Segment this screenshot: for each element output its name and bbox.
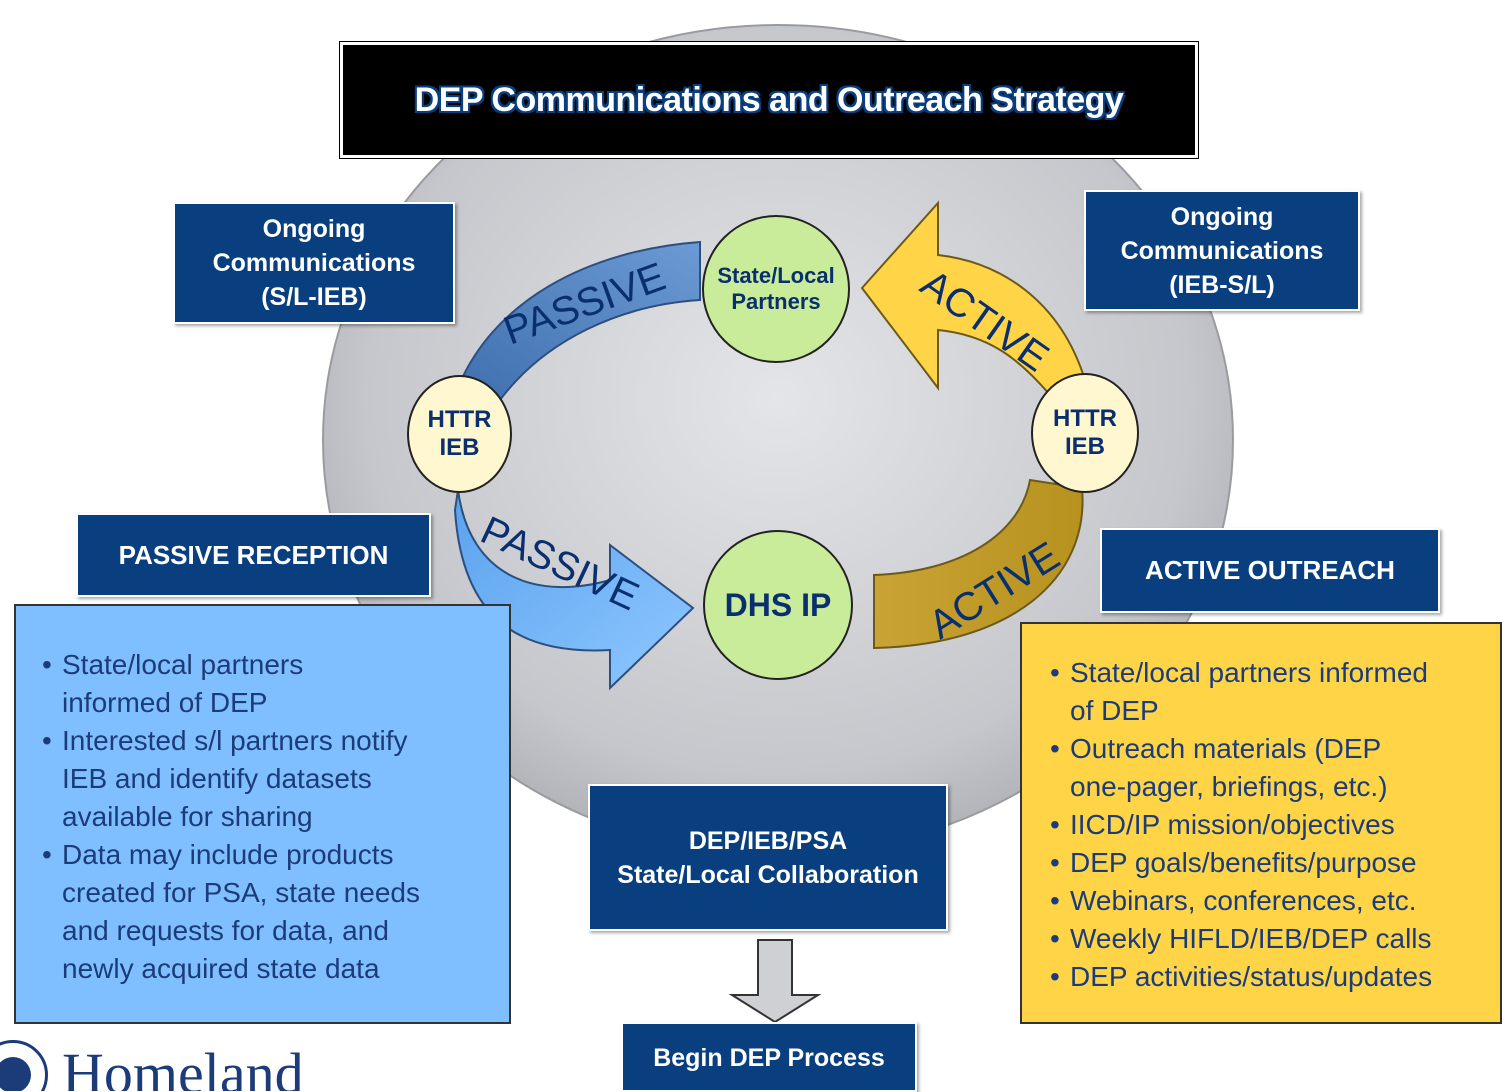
active-item: Weekly HIFLD/IEB/DEP calls <box>1042 920 1496 958</box>
seal-icon <box>0 1040 48 1091</box>
passive-item-line: IEB and identify datasets <box>62 763 372 794</box>
httr-right-line1: HTTR <box>1053 405 1117 432</box>
active-item-line: State/local partners informed <box>1070 657 1428 688</box>
active-list: State/local partners informed of DEP Outre… <box>1042 654 1496 996</box>
active-item-line: DEP activities/status/updates <box>1070 961 1433 992</box>
active-item: Outreach materials (DEP one-pager, briefi… <box>1042 730 1496 806</box>
title-box: DEP Communications and Outreach Strategy <box>340 42 1198 158</box>
passive-item-line: newly acquired state data <box>62 953 380 984</box>
ongoing-right-line2: Communications <box>1120 236 1324 265</box>
active-item-line: Webinars, conferences, etc. <box>1070 885 1417 916</box>
active-outreach-label: ACTIVE OUTREACH <box>1145 555 1395 585</box>
active-item-line: of DEP <box>1070 695 1159 726</box>
collaboration-box: DEP/IEB/PSA State/Local Collaboration <box>588 784 948 931</box>
passive-item: State/local partners informed of DEP <box>34 646 499 722</box>
active-outreach-box: ACTIVE OUTREACH <box>1100 528 1440 613</box>
active-item-line: one-pager, briefings, etc.) <box>1070 771 1388 802</box>
passive-reception-label: PASSIVE RECEPTION <box>118 539 389 570</box>
active-item: Webinars, conferences, etc. <box>1042 882 1496 920</box>
down-arrow <box>728 939 822 1024</box>
begin-process-label: Begin DEP Process <box>653 1044 885 1072</box>
passive-reception-box: PASSIVE RECEPTION <box>76 513 431 597</box>
active-item: DEP activities/status/updates <box>1042 958 1496 996</box>
state-local-line2: Partners <box>731 289 821 314</box>
passive-item-line: Interested s/l partners notify <box>62 725 408 756</box>
ongoing-right-line1: Ongoing <box>1170 202 1274 231</box>
collaboration-line2: State/Local Collaboration <box>617 860 919 889</box>
ongoing-right-line3: (IEB-S/L) <box>1169 270 1275 299</box>
httr-right-node: HTTR IEB <box>1031 373 1139 493</box>
passive-item-line: informed of DEP <box>62 687 268 718</box>
passive-item-line: State/local partners <box>62 649 304 680</box>
passive-top-arrow <box>453 240 701 402</box>
passive-item-line: available for sharing <box>62 801 313 832</box>
active-item-line: IICD/IP mission/objectives <box>1070 809 1395 840</box>
ongoing-left-line2: Communications <box>212 249 416 277</box>
passive-list-panel: State/local partners informed of DEP Inter… <box>14 604 511 1024</box>
diagram-title: DEP Communications and Outreach Strategy <box>414 80 1124 119</box>
dhs-ip-label: DHS IP <box>724 586 832 623</box>
active-list-panel: State/local partners informed of DEP Outre… <box>1020 622 1502 1024</box>
active-item: IICD/IP mission/objectives <box>1042 806 1496 844</box>
active-item: State/local partners informed of DEP <box>1042 654 1496 730</box>
active-item-line: Outreach materials (DEP <box>1070 733 1382 764</box>
ongoing-left-box: Ongoing Communications (S/L-IEB) <box>173 202 455 324</box>
ongoing-right-box: Ongoing Communications (IEB-S/L) <box>1084 190 1360 311</box>
active-item-line: DEP goals/benefits/purpose <box>1070 847 1417 878</box>
httr-right-line2: IEB <box>1064 433 1105 460</box>
passive-item-line: and requests for data, and <box>62 915 389 946</box>
passive-bottom-arrow <box>453 489 695 691</box>
httr-left-node: HTTR IEB <box>407 375 512 493</box>
active-item: DEP goals/benefits/purpose <box>1042 844 1496 882</box>
passive-item-line: Data may include products <box>62 839 394 870</box>
state-local-node: State/Local Partners <box>702 215 850 363</box>
passive-item: Data may include products created for PSA… <box>34 836 499 988</box>
dhs-ip-node: DHS IP <box>703 530 853 680</box>
active-top-arrow <box>860 200 1087 397</box>
collaboration-line1: DEP/IEB/PSA <box>688 826 848 855</box>
httr-left-line1: HTTR <box>427 406 492 433</box>
state-local-line1: State/Local <box>717 263 835 288</box>
active-bottom-arrow <box>873 478 1084 650</box>
logo-wordmark: Homeland <box>62 1041 304 1092</box>
begin-process-box: Begin DEP Process <box>621 1022 917 1092</box>
passive-item-line: created for PSA, state needs <box>62 877 420 908</box>
dhs-logo: Homeland <box>0 1040 420 1091</box>
active-item-line: Weekly HIFLD/IEB/DEP calls <box>1070 923 1432 954</box>
ongoing-left-line3: (S/L-IEB) <box>261 283 367 311</box>
passive-list: State/local partners informed of DEP Inter… <box>34 646 499 988</box>
ongoing-left-line1: Ongoing <box>262 215 366 243</box>
httr-left-line2: IEB <box>439 434 480 461</box>
